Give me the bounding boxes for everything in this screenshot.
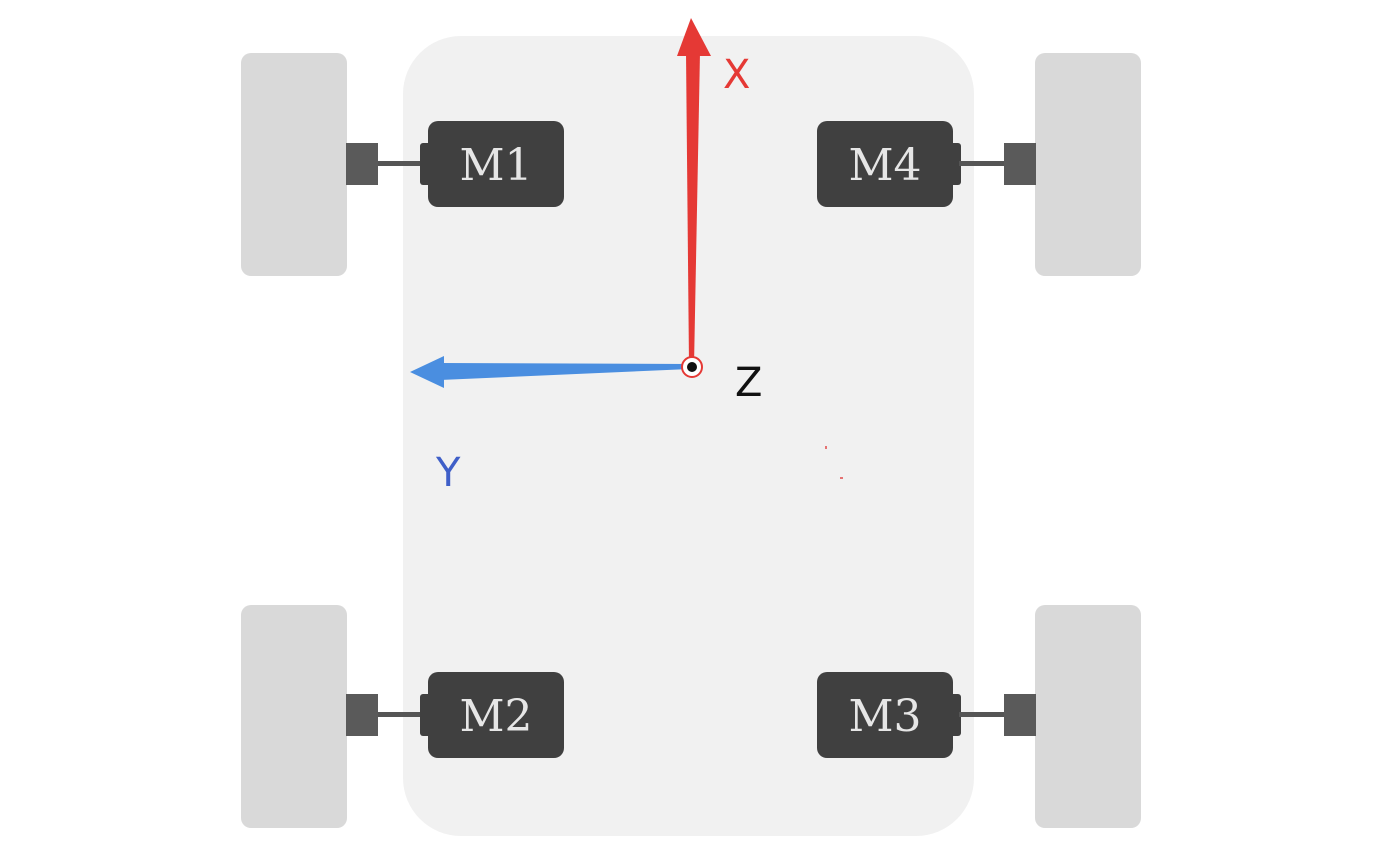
motor-label-m2: M2 [459, 691, 532, 742]
y-axis-head [410, 356, 444, 388]
z-axis-dot [687, 362, 697, 372]
motor-assembly-m2: M2 [346, 672, 564, 758]
shaft [959, 712, 1005, 717]
shaft [378, 712, 422, 717]
coupler [1004, 694, 1036, 736]
motor-m1 [428, 121, 564, 207]
coupler [346, 143, 378, 185]
x-axis-arrow [677, 18, 711, 366]
z-axis-origin [681, 356, 703, 378]
shaft [959, 161, 1005, 166]
motor-assembly-m1: M1 [346, 121, 564, 207]
motor-assembly-m4: M4 [817, 121, 1036, 207]
coupler [346, 694, 378, 736]
wheel-front-right [1035, 53, 1141, 276]
speck [840, 477, 843, 479]
x-axis-shaft [686, 52, 700, 366]
x-axis-head [677, 18, 711, 56]
z-axis-label: Z [735, 360, 762, 406]
motor-m4 [817, 121, 953, 207]
shaft [378, 161, 422, 166]
wheel-rear-left [241, 605, 347, 828]
motor-m3 [817, 672, 953, 758]
wheel-front-left [241, 53, 347, 276]
speck [825, 446, 827, 449]
motor-label-m3: M3 [848, 691, 921, 742]
x-axis-label: X [723, 52, 750, 98]
y-axis-label: Y [435, 450, 461, 496]
motor-assembly-m3: M3 [817, 672, 1036, 758]
coupler [1004, 143, 1036, 185]
motor-label-m1: M1 [459, 140, 532, 191]
motor-label-m4: M4 [848, 140, 921, 191]
motor-endcap [949, 143, 961, 185]
motor-m2 [428, 672, 564, 758]
motor-endcap [949, 694, 961, 736]
wheel-rear-right [1035, 605, 1141, 828]
chassis-body [403, 36, 974, 836]
y-axis-arrow [410, 356, 690, 388]
y-axis-shaft [440, 363, 690, 380]
